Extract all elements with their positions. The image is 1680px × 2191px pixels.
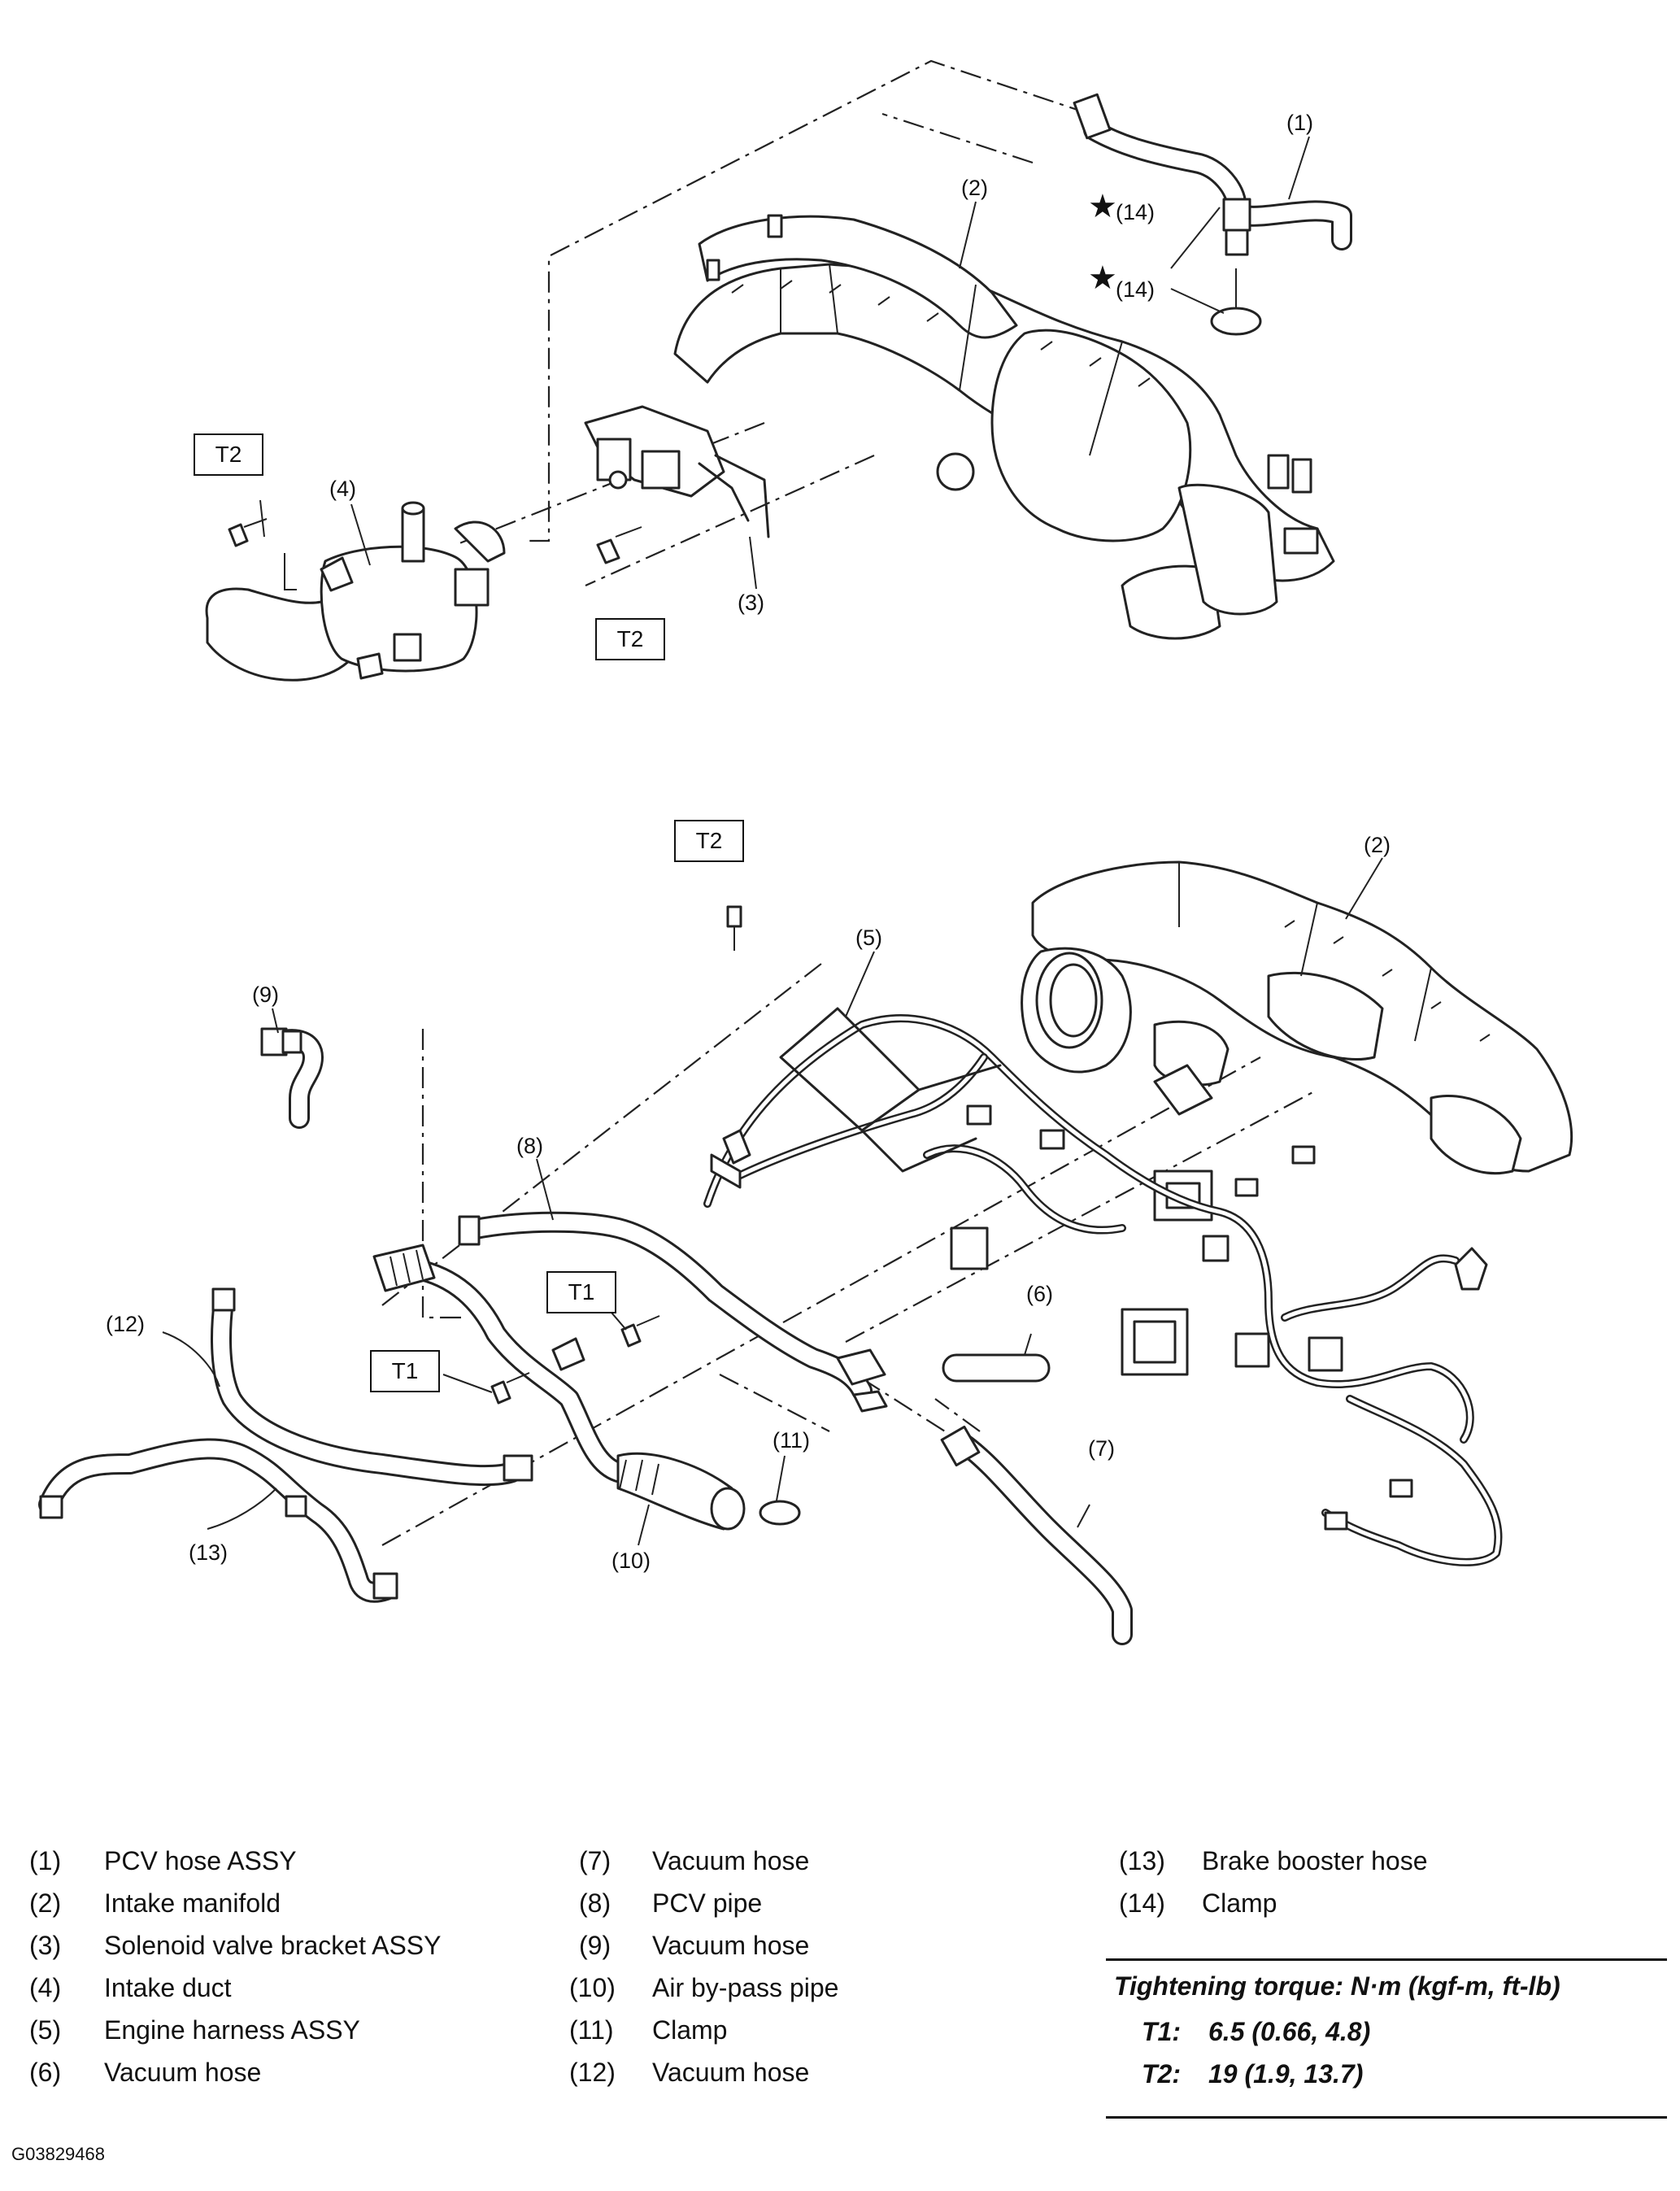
callout-2-top: (2) [961,176,988,200]
callout-14b: (14) [1116,277,1155,302]
brake-booster-hose [38,1438,398,1603]
callouts: (1) (2) ★ (14) ★ (14) (4) (3) (2) (5) (9… [106,111,1391,1573]
callout-5: (5) [855,926,882,950]
torque-box-t2-bottom: T2 [674,820,744,862]
bottom-assembly [38,860,1573,1645]
vacuum-hose-6 [942,1333,1051,1383]
vacuum-hose-7 [940,1425,1133,1645]
torque-box-t2-top-left: T2 [194,433,263,476]
figure-id: G03829468 [11,2144,105,2164]
torque-box-t2-top-mid: T2 [595,618,665,660]
pcv-pipe [458,1211,888,1413]
callout-9: (9) [252,982,279,1007]
top-assembly [205,59,1352,682]
intake-manifold-top [673,214,1335,640]
pcv-hose-assy [1073,93,1352,256]
solenoid-valve-bracket-assy [584,405,770,538]
callout-8: (8) [516,1134,543,1158]
callout-7: (7) [1088,1436,1115,1461]
callout-3: (3) [738,590,764,615]
callout-4: (4) [329,477,356,501]
callout-1: (1) [1286,111,1313,135]
vacuum-hose-9 [260,1027,324,1129]
intake-duct [205,499,506,682]
torque-box-t1-left: T1 [370,1350,440,1392]
star-icon-2: ★ [1088,259,1117,297]
engine-harness-assy [703,1007,1503,1566]
callout-10: (10) [612,1549,651,1573]
intake-manifold-bottom [1021,860,1573,1222]
torque-rule-top [1106,1958,1667,1961]
exploded-parts-diagram: (1) (2) ★ (14) ★ (14) (4) (3) (2) (5) (9… [38,59,1573,1645]
air-by-pass-pipe [372,1244,746,1531]
torque-heading: Tightening torque: N·m (kgf-m, ft-lb) [1114,1971,1560,2001]
callout-14a: (14) [1116,200,1155,224]
callout-2-bottom: (2) [1364,833,1391,857]
callout-13: (13) [189,1540,228,1565]
star-icon-1: ★ [1088,188,1117,225]
vacuum-hose-12 [162,1287,533,1487]
torque-rule-bottom [1106,2116,1667,2119]
callout-6: (6) [1026,1282,1053,1306]
callout-11: (11) [773,1428,810,1453]
callout-12: (12) [106,1312,145,1336]
torque-box-t1-right: T1 [546,1271,616,1313]
